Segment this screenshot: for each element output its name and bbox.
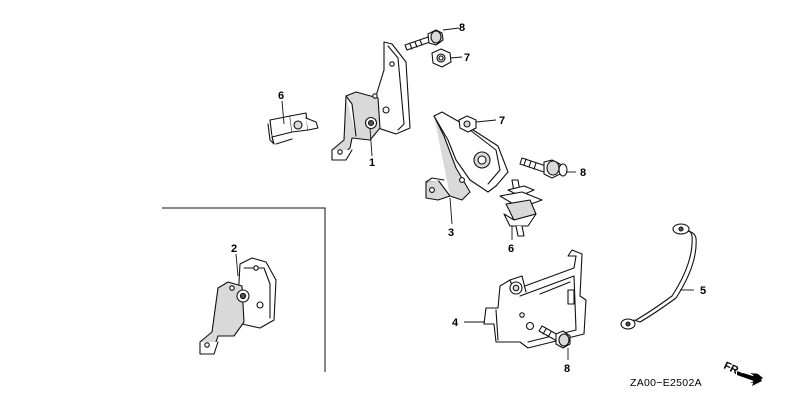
bracket-part-1 — [331, 41, 411, 161]
callout-7-middle: 7 — [499, 115, 505, 127]
callout-5: 5 — [700, 285, 706, 297]
mount-rubber-part-6-right — [499, 179, 543, 237]
nut-part-7-top — [431, 48, 452, 68]
callout-6-right: 6 — [508, 243, 514, 255]
diagram-code: ZA00−E2502A — [630, 377, 702, 389]
control-plate-part-4 — [483, 249, 587, 349]
bolt-part-8-middle — [519, 157, 568, 179]
callout-8-middle: 8 — [580, 167, 586, 179]
callout-8-top: 8 — [459, 22, 465, 34]
callout-3: 3 — [448, 227, 454, 239]
nut-part-7-middle — [458, 115, 477, 133]
callout-4: 4 — [452, 317, 459, 329]
leader-lines — [235, 27, 694, 360]
callout-2: 2 — [231, 243, 237, 255]
front-direction-arrow: FR. — [722, 360, 763, 386]
callout-7-top: 7 — [464, 52, 470, 64]
bracket-part-3 — [425, 111, 509, 201]
callout-6-left: 6 — [278, 90, 284, 102]
ground-cable-part-5 — [620, 223, 697, 330]
callouts: 8 7 6 1 7 8 3 6 2 4 8 5 — [231, 22, 706, 375]
bolt-part-8-lower — [538, 325, 571, 349]
inset-frame — [162, 207, 326, 372]
bolt-part-8-top — [404, 29, 444, 51]
callout-8-lower: 8 — [564, 363, 570, 375]
mount-rubber-part-6-left — [267, 112, 319, 145]
callout-1: 1 — [369, 157, 375, 169]
bracket-part-2 — [199, 257, 277, 355]
